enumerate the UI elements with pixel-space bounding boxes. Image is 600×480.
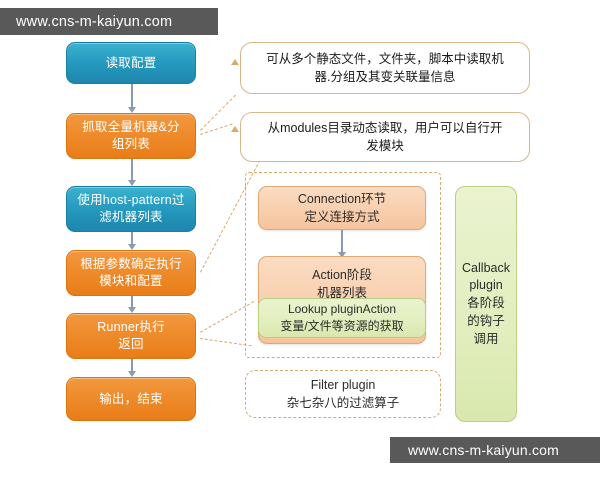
- flow-node-determine-module[interactable]: 根据参数确定执行 模块和配置: [66, 250, 196, 296]
- flow-node-line: 滤机器列表: [99, 210, 163, 224]
- connector-arrowhead-modules: [231, 126, 239, 132]
- plugin-callback[interactable]: Callback plugin 各阶段 的钩子 调用: [455, 186, 517, 422]
- plugin-lookup-desc: 变量/文件等资源的获取: [280, 319, 404, 333]
- connector-runner-to-filter: [199, 338, 252, 347]
- plugin-filter-title: Filter plugin: [310, 377, 376, 392]
- plugin-filter-desc: 杂七杂八的过滤算子: [286, 396, 400, 410]
- plugin-callback-line: 调用: [473, 331, 499, 346]
- connector-arrowhead-inventory: [231, 59, 239, 65]
- stages-dashed-container: [245, 172, 441, 358]
- callout-line: 发模块: [366, 139, 404, 153]
- plugin-callback-line: plugin: [469, 278, 503, 293]
- plugin-callback-line: 的钩子: [467, 313, 505, 328]
- flow-node-line: 输出，结束: [99, 391, 163, 406]
- flow-node-line: 模块和配置: [99, 274, 163, 288]
- flow-node-read-config[interactable]: 读取配置: [66, 42, 196, 84]
- stage-connection[interactable]: Connection环节 定义连接方式: [258, 186, 426, 230]
- callout-inventory-note: 可从多个静态文件，文件夹，脚本中读取机 器.分组及其变关联量信息: [240, 42, 530, 94]
- plugin-lookup[interactable]: Lookup pluginAction 变量/文件等资源的获取: [258, 298, 426, 338]
- flow-node-line: 组列表: [111, 137, 151, 151]
- plugin-filter[interactable]: Filter plugin 杂七杂八的过滤算子: [245, 370, 441, 418]
- flow-node-line: Runner执行: [97, 320, 165, 335]
- plugin-callback-line: 各阶段: [467, 296, 505, 311]
- flow-node-line: 根据参数确定执行: [80, 257, 182, 272]
- flow-node-output-end[interactable]: 输出，结束: [66, 377, 196, 421]
- flow-node-line: 返回: [118, 337, 144, 351]
- plugin-lookup-title: Lookup pluginAction: [287, 302, 397, 317]
- stage-line: 定义连接方式: [304, 210, 380, 224]
- watermark-bottom: www.cns-m-kaiyun.com: [390, 437, 600, 463]
- flow-node-line: 使用host-pattern过: [77, 193, 185, 208]
- stage-line: Action阶段: [312, 268, 372, 282]
- flow-node-fetch-hosts[interactable]: 抓取全量机器&分 组列表: [66, 113, 196, 159]
- callout-line: 可从多个静态文件，文件夹，脚本中读取机: [266, 51, 504, 66]
- watermark-top: www.cns-m-kaiyun.com: [0, 8, 218, 35]
- stage-line: 机器列表: [316, 286, 367, 301]
- callout-modules-note: 从modules目录动态读取，用户可以自行开 发模块: [240, 112, 530, 162]
- plugin-callback-line: Callback: [462, 260, 510, 275]
- flow-node-line: 读取配置: [105, 55, 157, 70]
- flow-node-runner[interactable]: Runner执行 返回: [66, 313, 196, 359]
- callout-line: 从modules目录动态读取，用户可以自行开: [267, 120, 503, 135]
- flow-node-line: 抓取全量机器&分: [82, 120, 180, 135]
- flow-node-host-pattern[interactable]: 使用host-pattern过 滤机器列表: [66, 186, 196, 232]
- callout-line: 器.分组及其变关联量信息: [314, 70, 456, 84]
- stage-line: Connection环节: [297, 191, 387, 206]
